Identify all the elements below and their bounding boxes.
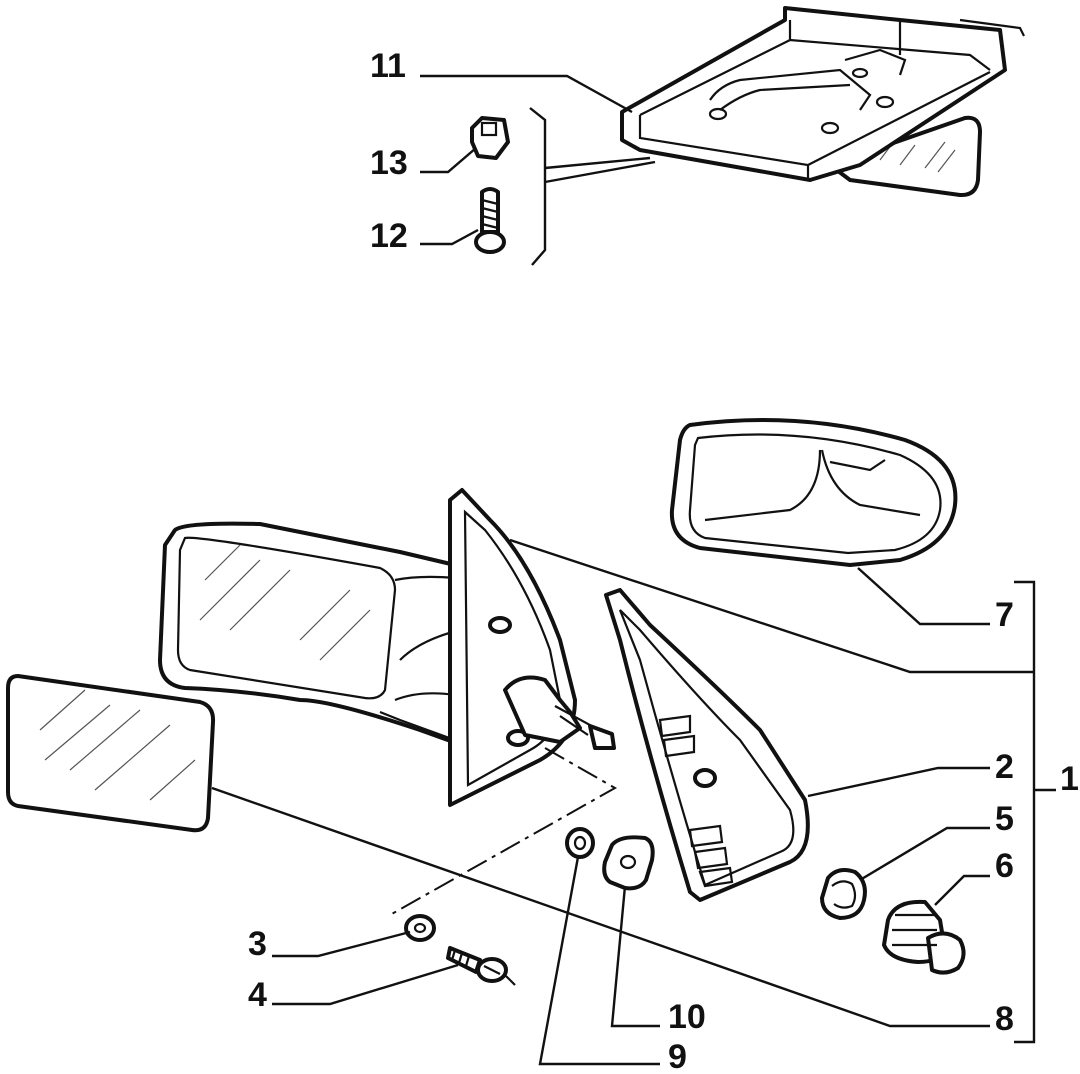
leader-7 bbox=[857, 567, 990, 626]
leader-10 bbox=[610, 885, 660, 1028]
callout-3: 3 bbox=[248, 925, 267, 963]
leader-bracket-to-11b bbox=[544, 160, 656, 184]
leader-2 bbox=[807, 766, 990, 798]
bracket-1 bbox=[1014, 580, 1056, 1044]
part-housing-body bbox=[158, 521, 472, 750]
part-5-clip bbox=[820, 868, 867, 920]
leader-3 bbox=[272, 930, 411, 958]
axis-line-screw bbox=[389, 747, 618, 916]
callout-13: 13 bbox=[370, 144, 408, 182]
callout-4: 4 bbox=[248, 976, 267, 1014]
part-7-cover bbox=[669, 418, 958, 567]
leader-bracket-to-11 bbox=[544, 156, 651, 170]
callout-7: 7 bbox=[995, 596, 1014, 634]
leader-5 bbox=[859, 826, 990, 882]
part-9-washer bbox=[565, 827, 595, 859]
leader-6 bbox=[934, 874, 990, 906]
leader-8 bbox=[211, 786, 990, 1028]
part-2-base-gasket bbox=[604, 588, 810, 902]
leader-4 bbox=[272, 963, 459, 1006]
callout-2: 2 bbox=[995, 748, 1014, 786]
callout-6: 6 bbox=[995, 847, 1014, 885]
part-13-clip bbox=[470, 116, 510, 160]
leader-1-to-pivot bbox=[509, 538, 1034, 674]
part-12-screw bbox=[474, 187, 506, 254]
callout-8: 8 bbox=[995, 1000, 1014, 1038]
leader-12 bbox=[420, 228, 479, 246]
leader-11 bbox=[420, 74, 633, 114]
part-4-screw bbox=[446, 946, 516, 986]
callout-9: 9 bbox=[668, 1038, 687, 1074]
part-10-pad bbox=[602, 835, 655, 891]
leader-9 bbox=[538, 856, 660, 1066]
callout-10: 10 bbox=[668, 998, 706, 1036]
bracket-11-12-13 bbox=[529, 107, 547, 266]
part-8-mirror-glass bbox=[6, 674, 216, 833]
leader-13 bbox=[420, 147, 477, 174]
part-6-bulb bbox=[882, 899, 966, 975]
part-3-washer bbox=[404, 914, 436, 942]
callout-5: 5 bbox=[995, 800, 1014, 838]
part-pivot-triangle bbox=[448, 488, 616, 807]
callout-11: 11 bbox=[370, 47, 406, 85]
part-11-mount-base bbox=[620, 6, 1025, 198]
callout-1: 1 bbox=[1060, 760, 1079, 798]
callout-12: 12 bbox=[370, 217, 408, 255]
